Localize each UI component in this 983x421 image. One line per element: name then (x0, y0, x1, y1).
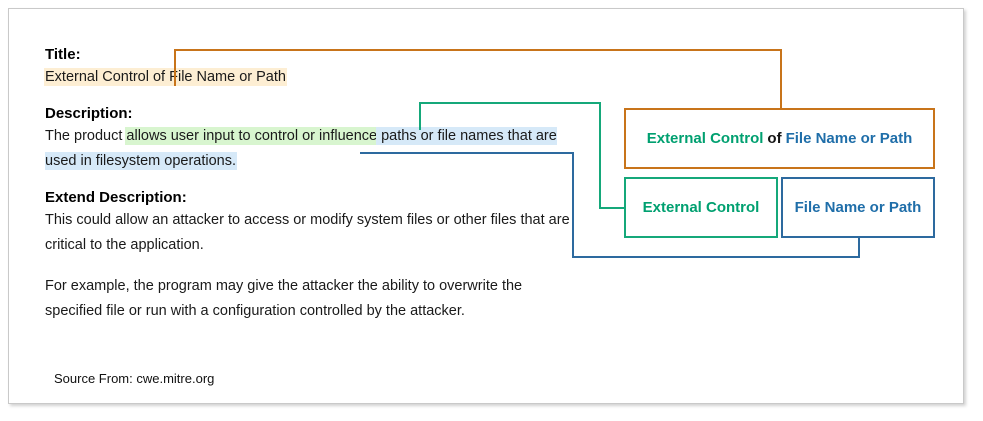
box-title-segment-black: of (767, 130, 782, 147)
extend-description-paragraph-2: For example, the program may give the at… (45, 278, 523, 319)
description-heading: Description: (45, 105, 133, 122)
title-value-highlight: External Control of File Name or Path (45, 69, 286, 85)
extend-description-paragraph-1: This could allow an attacker to access o… (45, 212, 570, 253)
source-attribution: Source From: cwe.mitre.org (54, 371, 215, 386)
title-heading: Title: (45, 46, 81, 63)
description-lead: The product (45, 128, 127, 144)
description-text: The product allows user input to control… (45, 124, 575, 174)
box-title-segment-green: External Control (646, 130, 764, 147)
annotated-text-column: Title: External Control of File Name or … (45, 45, 575, 324)
box-title-segment-blue: File Name or Path (785, 130, 913, 147)
description-green-highlight: allows user input to control or influenc… (126, 128, 378, 144)
box-file-name-or-path[interactable]: File Name or Path (781, 177, 935, 238)
box-external-control-label: External Control (642, 199, 760, 216)
box-file-name-path-label: File Name or Path (794, 199, 922, 216)
spacer (45, 258, 575, 274)
extend-description-heading: Extend Description: (45, 189, 187, 206)
box-external-control[interactable]: External Control (624, 177, 778, 238)
spacer (45, 90, 575, 104)
title-value-line: External Control of File Name or Path (45, 65, 575, 90)
spacer (45, 174, 575, 188)
